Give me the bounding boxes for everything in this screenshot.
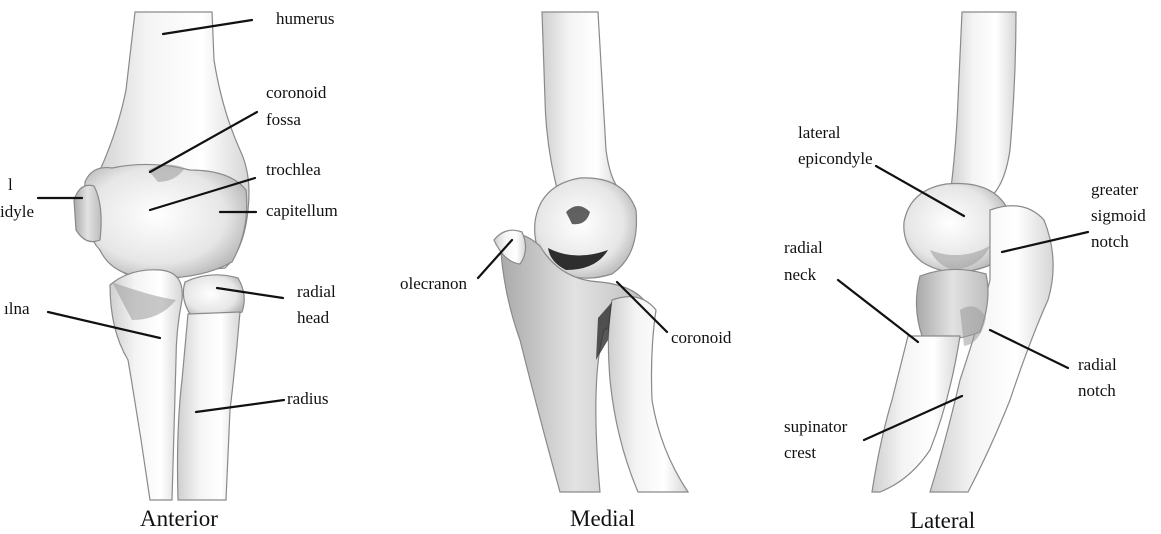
label-lateral-epicondyle-line2: epicondyle [798,149,873,168]
anterior-bones [74,12,249,500]
anterior-condyles-shape [85,164,247,278]
anterior-radius-shape [178,312,241,500]
label-coronoid-fossa-line2: fossa [266,110,301,129]
label-ulna: ılna [4,299,30,318]
label-humerus: humerus [276,9,335,28]
anterior-radial-head-shape [183,275,244,318]
anterior-epicondyle-shape [74,185,101,241]
caption-medial: Medial [570,506,635,531]
medial-view: olecranon coronoid Medial [400,12,732,531]
label-epicondyle-line2: idyle [0,202,34,221]
medial-bones [494,12,688,492]
anterior-view: humerus coronoid fossa trochlea capitell… [0,9,338,531]
label-greater-sigmoid-notch-line1: greater [1091,180,1139,199]
label-trochlea: trochlea [266,160,321,179]
label-coronoid: coronoid [671,328,732,347]
caption-lateral: Lateral [910,508,975,533]
label-radius: radius [287,389,329,408]
lateral-humerus-shape [950,12,1016,200]
label-supinator-crest-line2: crest [784,443,816,462]
label-supinator-crest-line1: supinator [784,417,848,436]
lateral-bones [872,12,1053,492]
caption-anterior: Anterior [140,506,218,531]
label-radial-notch-line2: notch [1078,381,1116,400]
label-radial-notch-line1: radial [1078,355,1117,374]
medial-olecranon-shape [494,230,526,264]
label-radial-neck-line1: radial [784,238,823,257]
medial-radius-shape [608,297,688,492]
radial-neck-leader [838,280,918,342]
label-greater-sigmoid-notch-line2: sigmoid [1091,206,1146,225]
label-radial-neck-line2: neck [784,265,817,284]
label-olecranon: olecranon [400,274,468,293]
label-lateral-epicondyle-line1: lateral [798,123,841,142]
label-capitellum: capitellum [266,201,338,220]
medial-humerus-shape [542,12,620,200]
label-coronoid-fossa-line1: coronoid [266,83,327,102]
label-greater-sigmoid-notch-line3: notch [1091,232,1129,251]
lateral-view: lateral epicondyle greater sigmoid notch… [784,12,1146,533]
label-radial-head-line2: head [297,308,330,327]
label-epicondyle-line1: l [8,175,13,194]
label-radial-head-line1: radial [297,282,336,301]
